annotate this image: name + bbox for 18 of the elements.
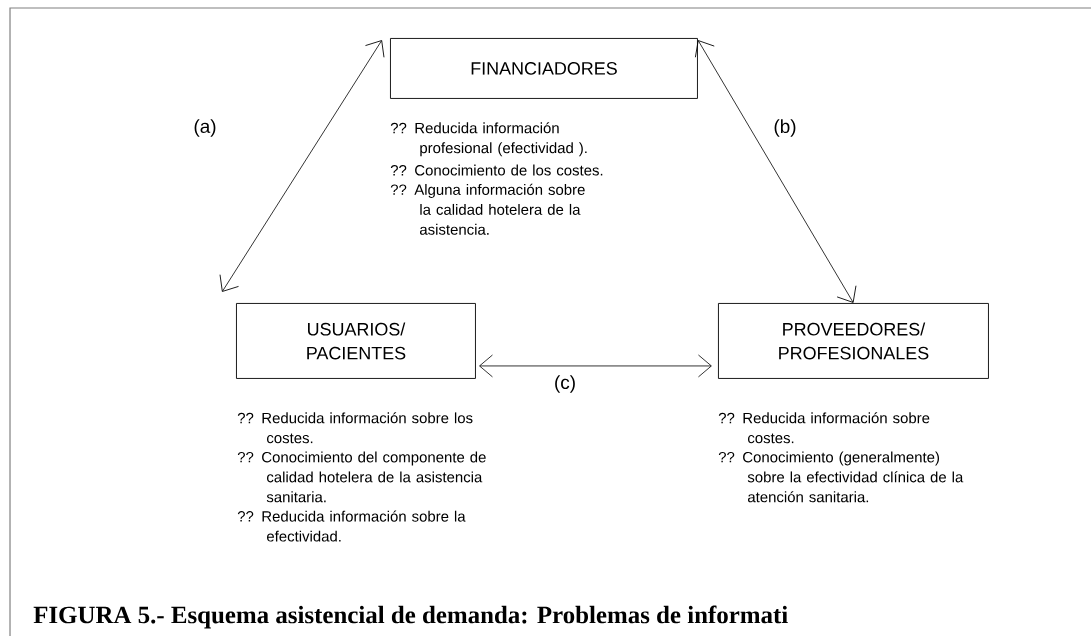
entity-box: PROVEEDORES/ PROFESIONALES bbox=[718, 303, 989, 379]
bullet-item: ?? Reducida información profesional (efectividad ). bbox=[390, 122, 587, 157]
bullet-item: ?? Conocimiento (generalmente) sobre la efectividad clínica de la atención sanitaria. bbox=[718, 451, 964, 503]
double-arrow bbox=[219, 40, 385, 292]
bullet-item: ?? Conocimiento del componente de calidad hotelera de la asistencia sanitaria. bbox=[237, 451, 486, 503]
edge-label: (b) bbox=[774, 119, 796, 137]
double-arrow bbox=[479, 354, 712, 378]
double-arrow bbox=[695, 40, 857, 303]
bullet-item: ?? Alguna información sobre la calidad hotelera de la asistencia. bbox=[390, 183, 585, 235]
edge-label: (a) bbox=[194, 119, 216, 137]
bullet-item: ?? Reducida información sobre costes. bbox=[718, 412, 930, 444]
bullet-item: ?? Conocimiento de los costes. bbox=[390, 164, 603, 176]
bullet-item: ?? Reducida información sobre la efectividad. bbox=[237, 510, 466, 542]
entity-box: FINANCIADORES bbox=[390, 38, 698, 99]
edge-label: (c) bbox=[555, 375, 575, 393]
entity-box: USUARIOS/ PACIENTES bbox=[236, 303, 476, 379]
caption: FIGURA 5.- Esquema asistencial de demanda: Problemas de informati bbox=[33, 605, 788, 629]
bullet-item: ?? Reducida información sobre los costes. bbox=[237, 412, 473, 444]
